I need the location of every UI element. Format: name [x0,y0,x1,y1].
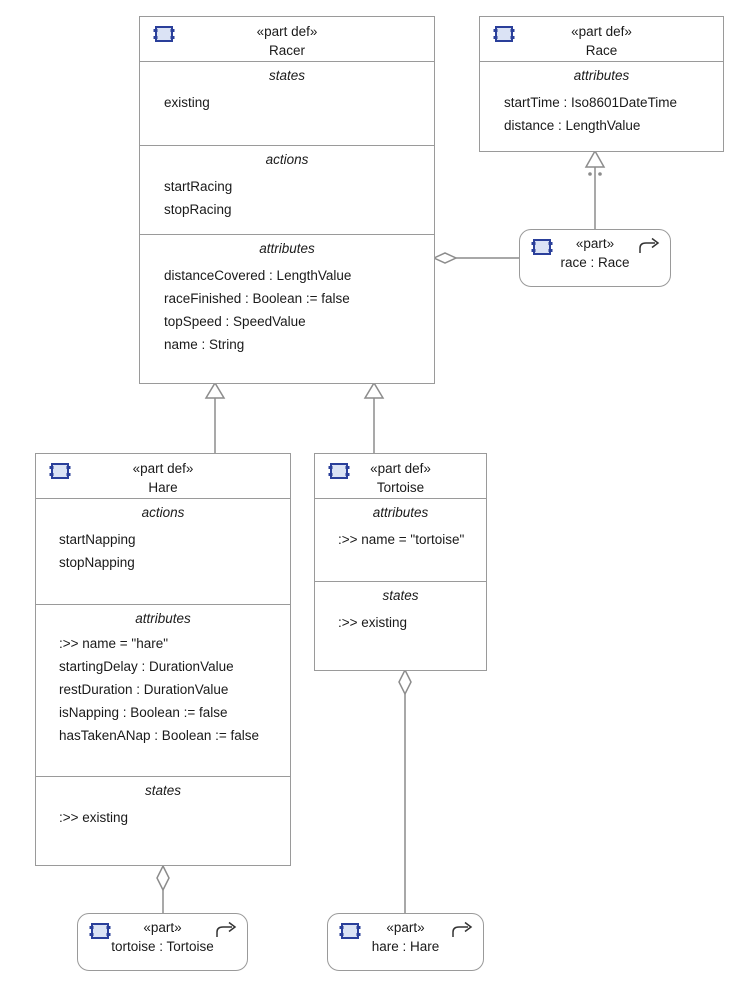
racer-attribute-item[interactable]: topSpeed : SpeedValue [164,314,306,329]
hare-name: Hare [148,480,178,495]
racer-part-def[interactable]: «part def» Racer states existing actions… [139,16,435,384]
racer-attribute-item[interactable]: distanceCovered : LengthValue [164,268,352,283]
tortoise-part-def[interactable]: «part def» Tortoise attributes :>> name … [314,453,487,671]
part-def-icon [493,26,515,42]
racer-keyword: «part def» [256,24,318,39]
race-typing-dots [588,172,602,176]
reference-arrow-icon [639,237,660,253]
hare-header: «part def» Hare [36,454,290,498]
tortoise-state-item[interactable]: :>> existing [338,615,408,630]
race-header: «part def» Race [480,17,723,61]
race-name: Race [585,43,618,58]
racer-name: Racer [268,43,305,58]
hare-part-def[interactable]: «part def» Hare actions startNapping sto… [35,453,291,866]
hare-attribute-item[interactable]: hasTakenANap : Boolean := false [59,728,260,743]
hare-action-item[interactable]: startNapping [59,532,136,547]
tortoise-usage-name: tortoise : Tortoise [111,939,214,954]
hare-attribute-item[interactable]: startingDelay : DurationValue [59,659,234,674]
compartment-title: states [268,68,306,83]
hare-specialization-arrowhead [204,381,226,399]
hare-usage-keyword: «part» [386,920,425,935]
tortoise-part-usage[interactable]: «part» tortoise : Tortoise [77,913,248,971]
racer-action-item[interactable]: stopRacing [164,202,232,217]
racer-states-compartment: states existing [140,61,434,145]
tortoise-hare-diamond [398,668,412,696]
compartment-title: attributes [372,505,429,520]
race-usage-keyword: «part» [575,236,615,251]
racer-attributes-compartment: attributes distanceCovered : LengthValue… [140,234,434,383]
hare-states-compartment: states :>> existing [36,776,290,865]
tortoise-specialization-arrowhead [363,381,385,399]
racer-actions-compartment: actions startRacing stopRacing [140,145,434,234]
race-attribute-item[interactable]: distance : LengthValue [504,118,641,133]
reference-arrow-icon [216,921,237,937]
compartment-title: states [144,783,182,798]
part-usage-icon [89,923,111,939]
race-usage-name: race : Race [560,255,630,270]
tortoise-attribute-item[interactable]: :>> name = "tortoise" [338,532,465,547]
hare-attribute-item[interactable]: :>> name = "hare" [59,636,169,651]
race-attribute-item[interactable]: startTime : Iso8601DateTime [504,95,678,110]
tortoise-states-compartment: states :>> existing [315,581,486,670]
race-part-usage[interactable]: «part» race : Race [519,229,671,287]
part-usage-icon [339,923,361,939]
race-attributes-compartment: attributes startTime : Iso8601DateTime d… [480,61,723,151]
tortoise-name: Tortoise [376,480,425,495]
hare-keyword: «part def» [132,461,194,476]
race-keyword: «part def» [571,24,632,39]
hare-part-usage[interactable]: «part» hare : Hare [327,913,484,971]
racer-action-item[interactable]: startRacing [164,179,233,194]
compartment-title: attributes [573,68,630,83]
hare-tortoise-diamond [156,864,170,892]
tortoise-usage-keyword: «part» [143,920,182,935]
racer-race-diamond [432,252,458,264]
hare-attributes-compartment: attributes :>> name = "hare" startingDel… [36,604,290,776]
racer-state-item[interactable]: existing [164,95,210,110]
hare-action-item[interactable]: stopNapping [59,555,135,570]
hare-actions-compartment: actions startNapping stopNapping [36,498,290,604]
hare-state-item[interactable]: :>> existing [59,810,129,825]
tortoise-keyword: «part def» [370,461,431,476]
tortoise-header: «part def» Tortoise [315,454,486,498]
compartment-title: attributes [259,241,315,256]
compartment-title: actions [141,505,185,520]
part-def-icon [328,463,350,479]
compartment-title: states [382,588,419,603]
compartment-title: attributes [135,611,191,626]
compartment-title: actions [265,152,309,167]
part-def-icon [49,463,71,479]
racer-attribute-item[interactable]: raceFinished : Boolean := false [164,291,350,306]
racer-header: «part def» Racer [140,17,434,61]
part-def-icon [153,26,175,42]
hare-usage-name: hare : Hare [371,939,440,954]
hare-attribute-item[interactable]: restDuration : DurationValue [59,682,229,697]
reference-arrow-icon [452,921,473,937]
racer-attribute-item[interactable]: name : String [164,337,245,352]
part-usage-icon [531,239,553,255]
hare-attribute-item[interactable]: isNapping : Boolean := false [59,705,228,720]
race-part-def[interactable]: «part def» Race attributes startTime : I… [479,16,724,152]
tortoise-attributes-compartment: attributes :>> name = "tortoise" [315,498,486,581]
race-typing-arrowhead [584,149,606,168]
